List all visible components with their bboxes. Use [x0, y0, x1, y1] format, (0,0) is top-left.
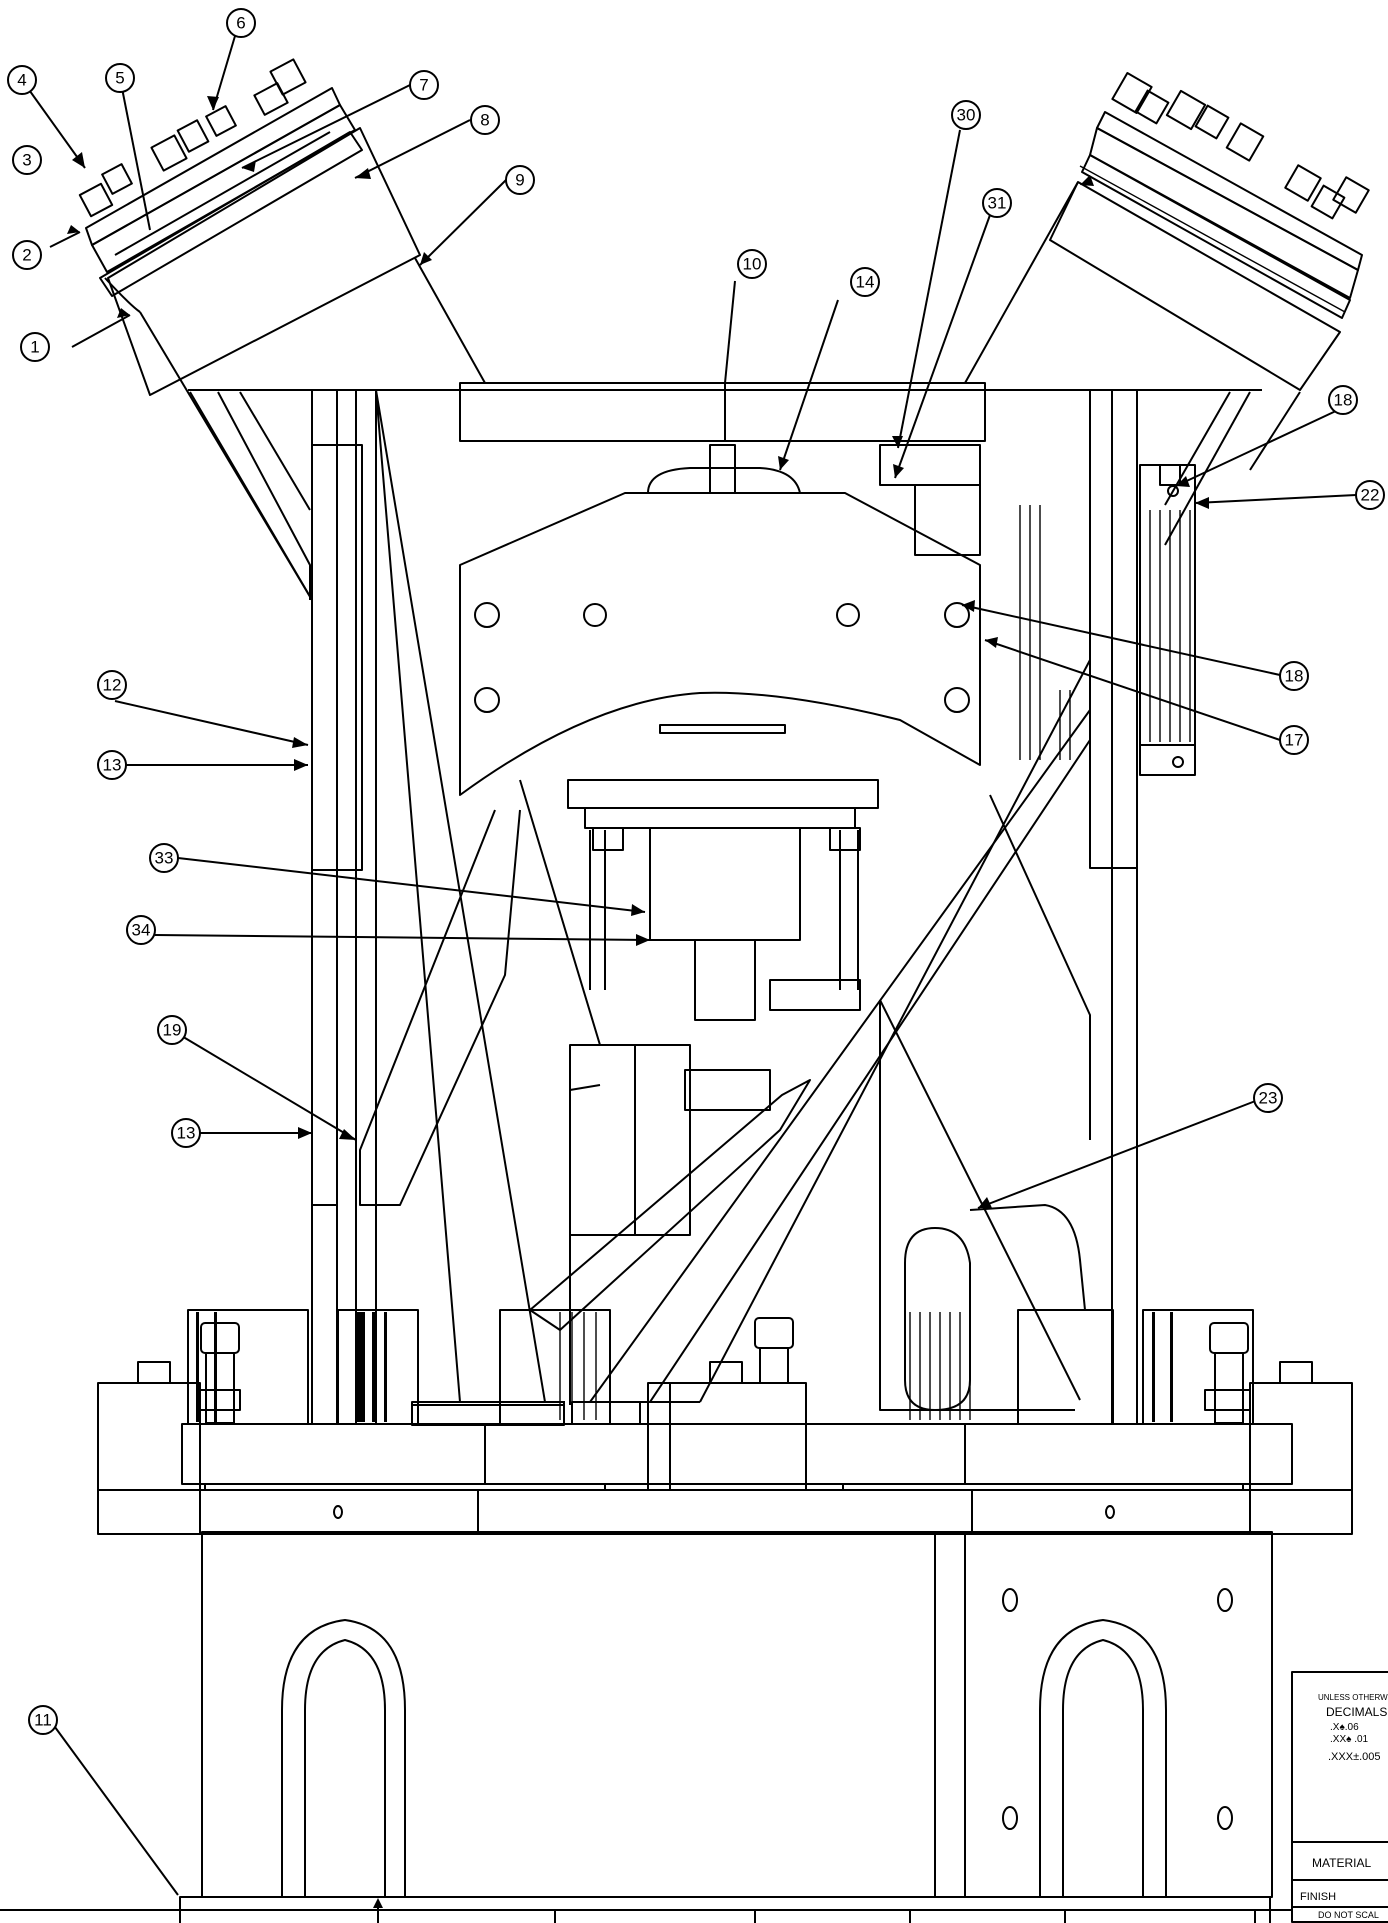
svg-text:3: 3 [22, 151, 31, 170]
svg-text:9: 9 [515, 171, 524, 190]
balloon-17: 17 [1279, 725, 1309, 755]
title-block: UNLESS OTHERWI DECIMALS .X♠.06 .XX♠ .01 … [1291, 1671, 1388, 1923]
balloon-30: 30 [951, 100, 981, 130]
balloon-23: 23 [1253, 1083, 1283, 1113]
balloon-12: 12 [97, 670, 127, 700]
balloon-2: 2 [12, 240, 42, 270]
svg-text:14: 14 [856, 273, 875, 292]
svg-text:34: 34 [132, 921, 151, 940]
leader-arrowheads [67, 96, 1209, 1208]
balloon-31: 31 [982, 188, 1012, 218]
lower-plates [97, 1361, 1353, 1535]
svg-text:10: 10 [743, 255, 762, 274]
base-stand [179, 1531, 1273, 1923]
svg-text:12: 12 [103, 676, 122, 695]
svg-text:13: 13 [103, 756, 122, 775]
left-tube [78, 58, 486, 601]
drawing-border [0, 1898, 1292, 1923]
balloon-10: 10 [737, 249, 767, 279]
balloon-18-top: 18 [1328, 385, 1358, 415]
balloon-18-mid: 18 [1279, 661, 1309, 691]
svg-text:17: 17 [1285, 731, 1304, 750]
svg-text:2: 2 [22, 246, 31, 265]
svg-text:5: 5 [115, 69, 124, 88]
tolerance-xxx: .XXX±.005 [1328, 1751, 1381, 1763]
balloon-8: 8 [470, 105, 500, 135]
decimals-label: DECIMALS [1326, 1705, 1387, 1719]
svg-text:23: 23 [1259, 1089, 1278, 1108]
balloon-34: 34 [126, 915, 156, 945]
balloon-1: 1 [20, 332, 50, 362]
svg-text:18: 18 [1334, 391, 1353, 410]
svg-text:13: 13 [177, 1124, 196, 1143]
svg-text:18: 18 [1285, 667, 1304, 686]
central-housing [459, 444, 981, 1236]
balloon-19: 19 [157, 1015, 187, 1045]
do-not-scale-label: DO NOT SCAL [1318, 1910, 1379, 1920]
balloon-3: 3 [12, 145, 42, 175]
material-label: MATERIAL [1312, 1856, 1371, 1870]
balloon-22: 22 [1355, 480, 1385, 510]
balloon-7: 7 [409, 70, 439, 100]
frame [188, 382, 1262, 1425]
svg-text:8: 8 [480, 111, 489, 130]
tolerance-x: .X♠.06 [1330, 1722, 1359, 1733]
balloon-13-upper: 13 [97, 750, 127, 780]
balloon-6: 6 [226, 8, 256, 38]
balloon-33: 33 [149, 843, 179, 873]
tolerance-header: UNLESS OTHERWI [1318, 1693, 1388, 1702]
svg-text:7: 7 [419, 76, 428, 95]
balloon-4: 4 [7, 65, 37, 95]
right-heatsink [1019, 464, 1196, 776]
tolerance-xx: .XX♠ .01 [1330, 1734, 1369, 1745]
svg-text:6: 6 [236, 14, 245, 33]
svg-text:4: 4 [17, 71, 26, 90]
svg-text:19: 19 [163, 1021, 182, 1040]
svg-text:22: 22 [1361, 486, 1380, 505]
balloon-13-lower: 13 [171, 1118, 201, 1148]
balloon-callouts: 1 2 3 4 5 6 7 8 9 10 14 30 31 18 22 18 1… [7, 8, 1385, 1896]
svg-text:1: 1 [30, 338, 39, 357]
right-tube [964, 72, 1370, 471]
svg-text:11: 11 [34, 1711, 52, 1730]
balloon-11: 11 [28, 1705, 58, 1735]
svg-text:31: 31 [988, 194, 1007, 213]
balloon-14: 14 [850, 267, 880, 297]
svg-text:33: 33 [155, 849, 174, 868]
finned-ring [187, 1204, 1254, 1425]
svg-text:30: 30 [957, 106, 976, 125]
finish-label: FINISH [1300, 1891, 1336, 1903]
balloon-9: 9 [505, 165, 535, 195]
leader-lines [21, 35, 1357, 1896]
balloon-5: 5 [105, 63, 135, 93]
